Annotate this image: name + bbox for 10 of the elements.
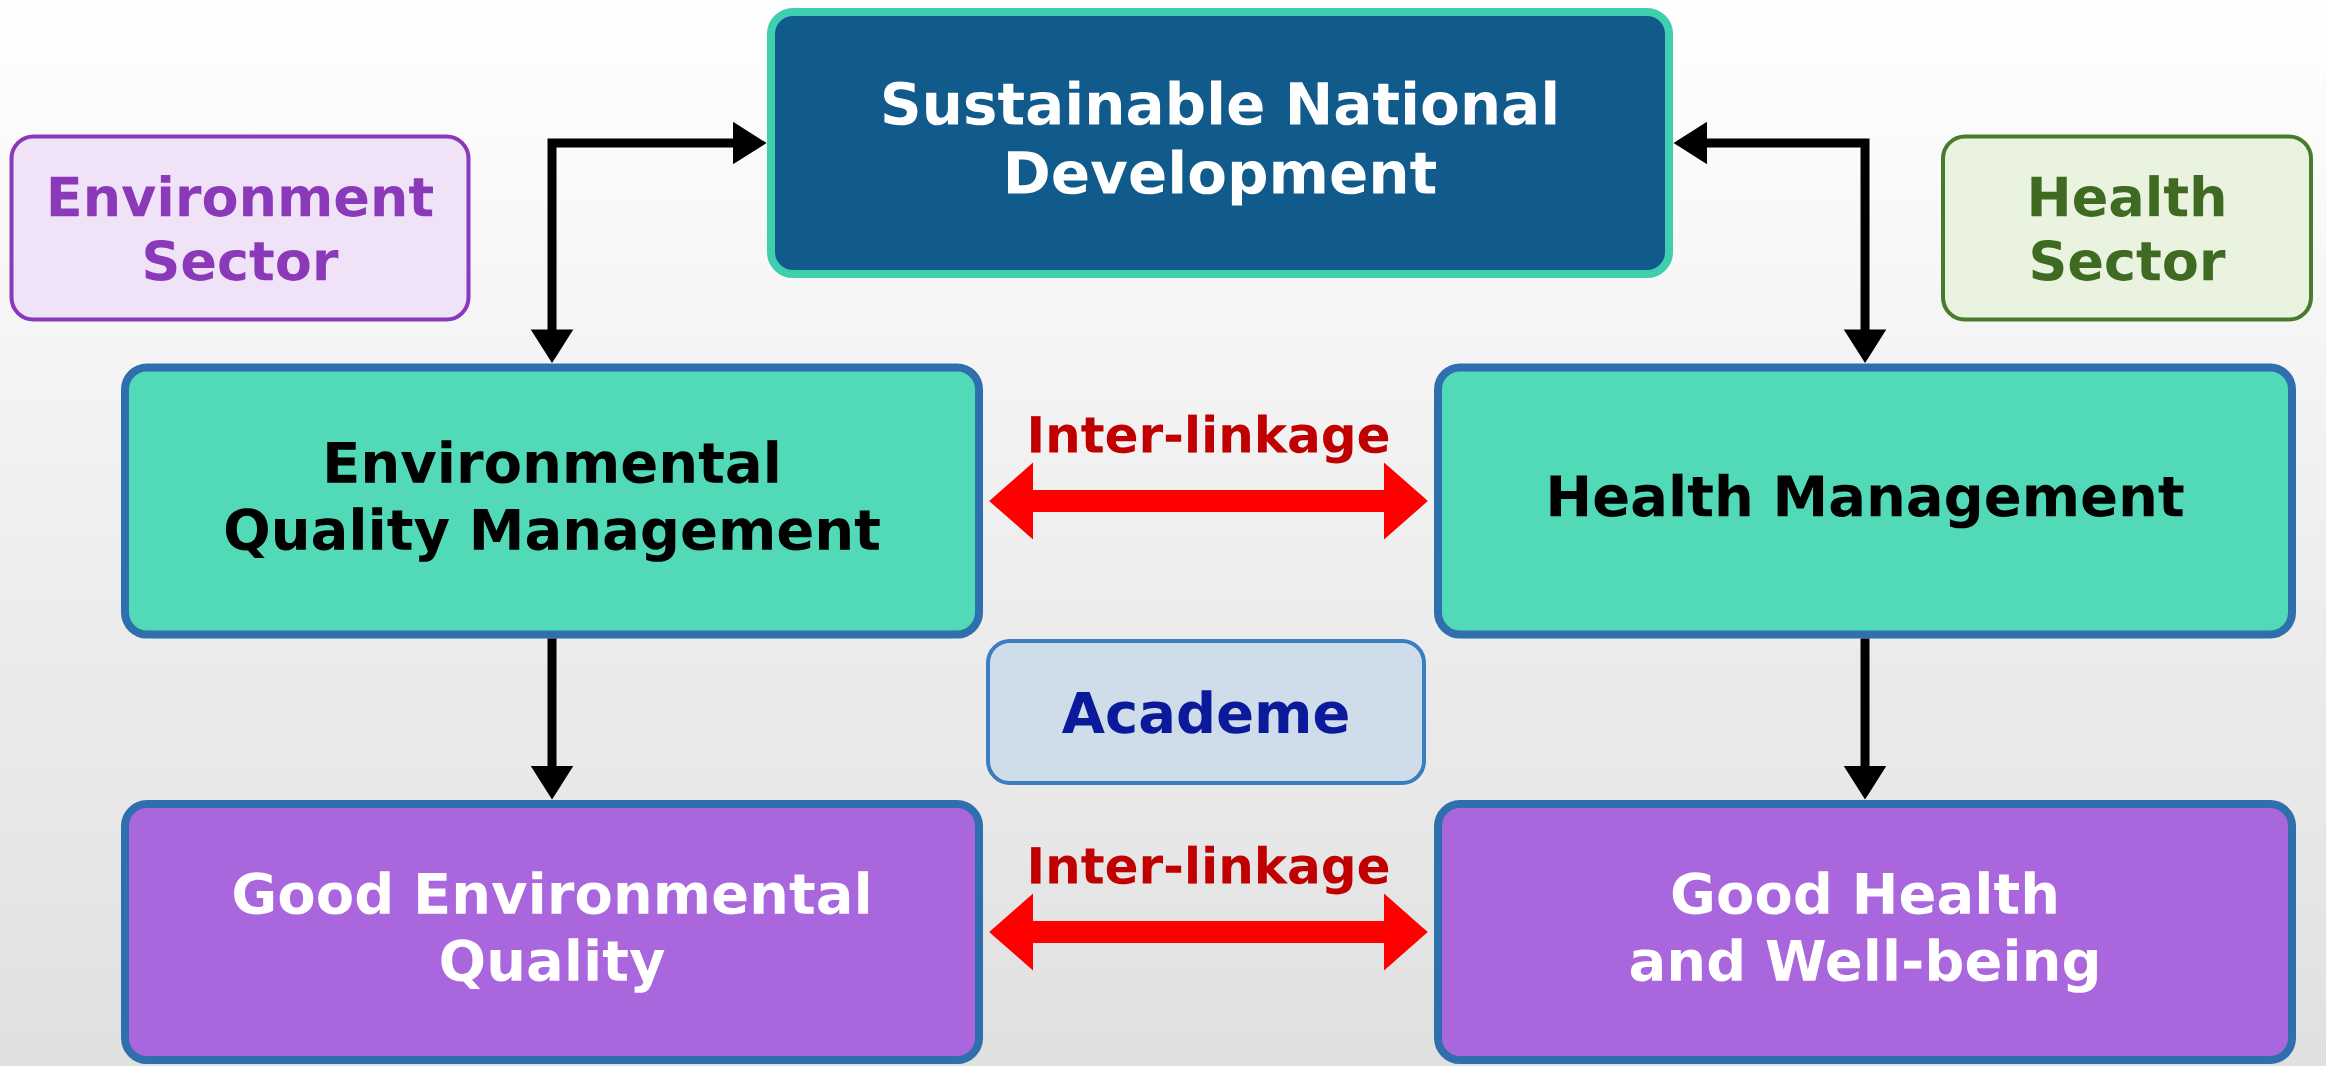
academe-box: Academe: [986, 639, 1426, 785]
sector-box: Environment Sector: [9, 134, 471, 322]
edge-label: Inter-linkage: [1031, 414, 1389, 464]
sector-box: Health Sector: [1941, 134, 2314, 322]
outcome-box: Good Environmental Quality: [121, 800, 983, 1064]
process-box: Health Management: [1434, 363, 2297, 639]
goal-box: Sustainable National Development: [767, 8, 1673, 278]
process-box: Environmental Quality Management: [121, 363, 983, 639]
edge-label: Inter-linkage: [1031, 845, 1389, 895]
outcome-box: Good Health and Well-being: [1434, 800, 2297, 1064]
